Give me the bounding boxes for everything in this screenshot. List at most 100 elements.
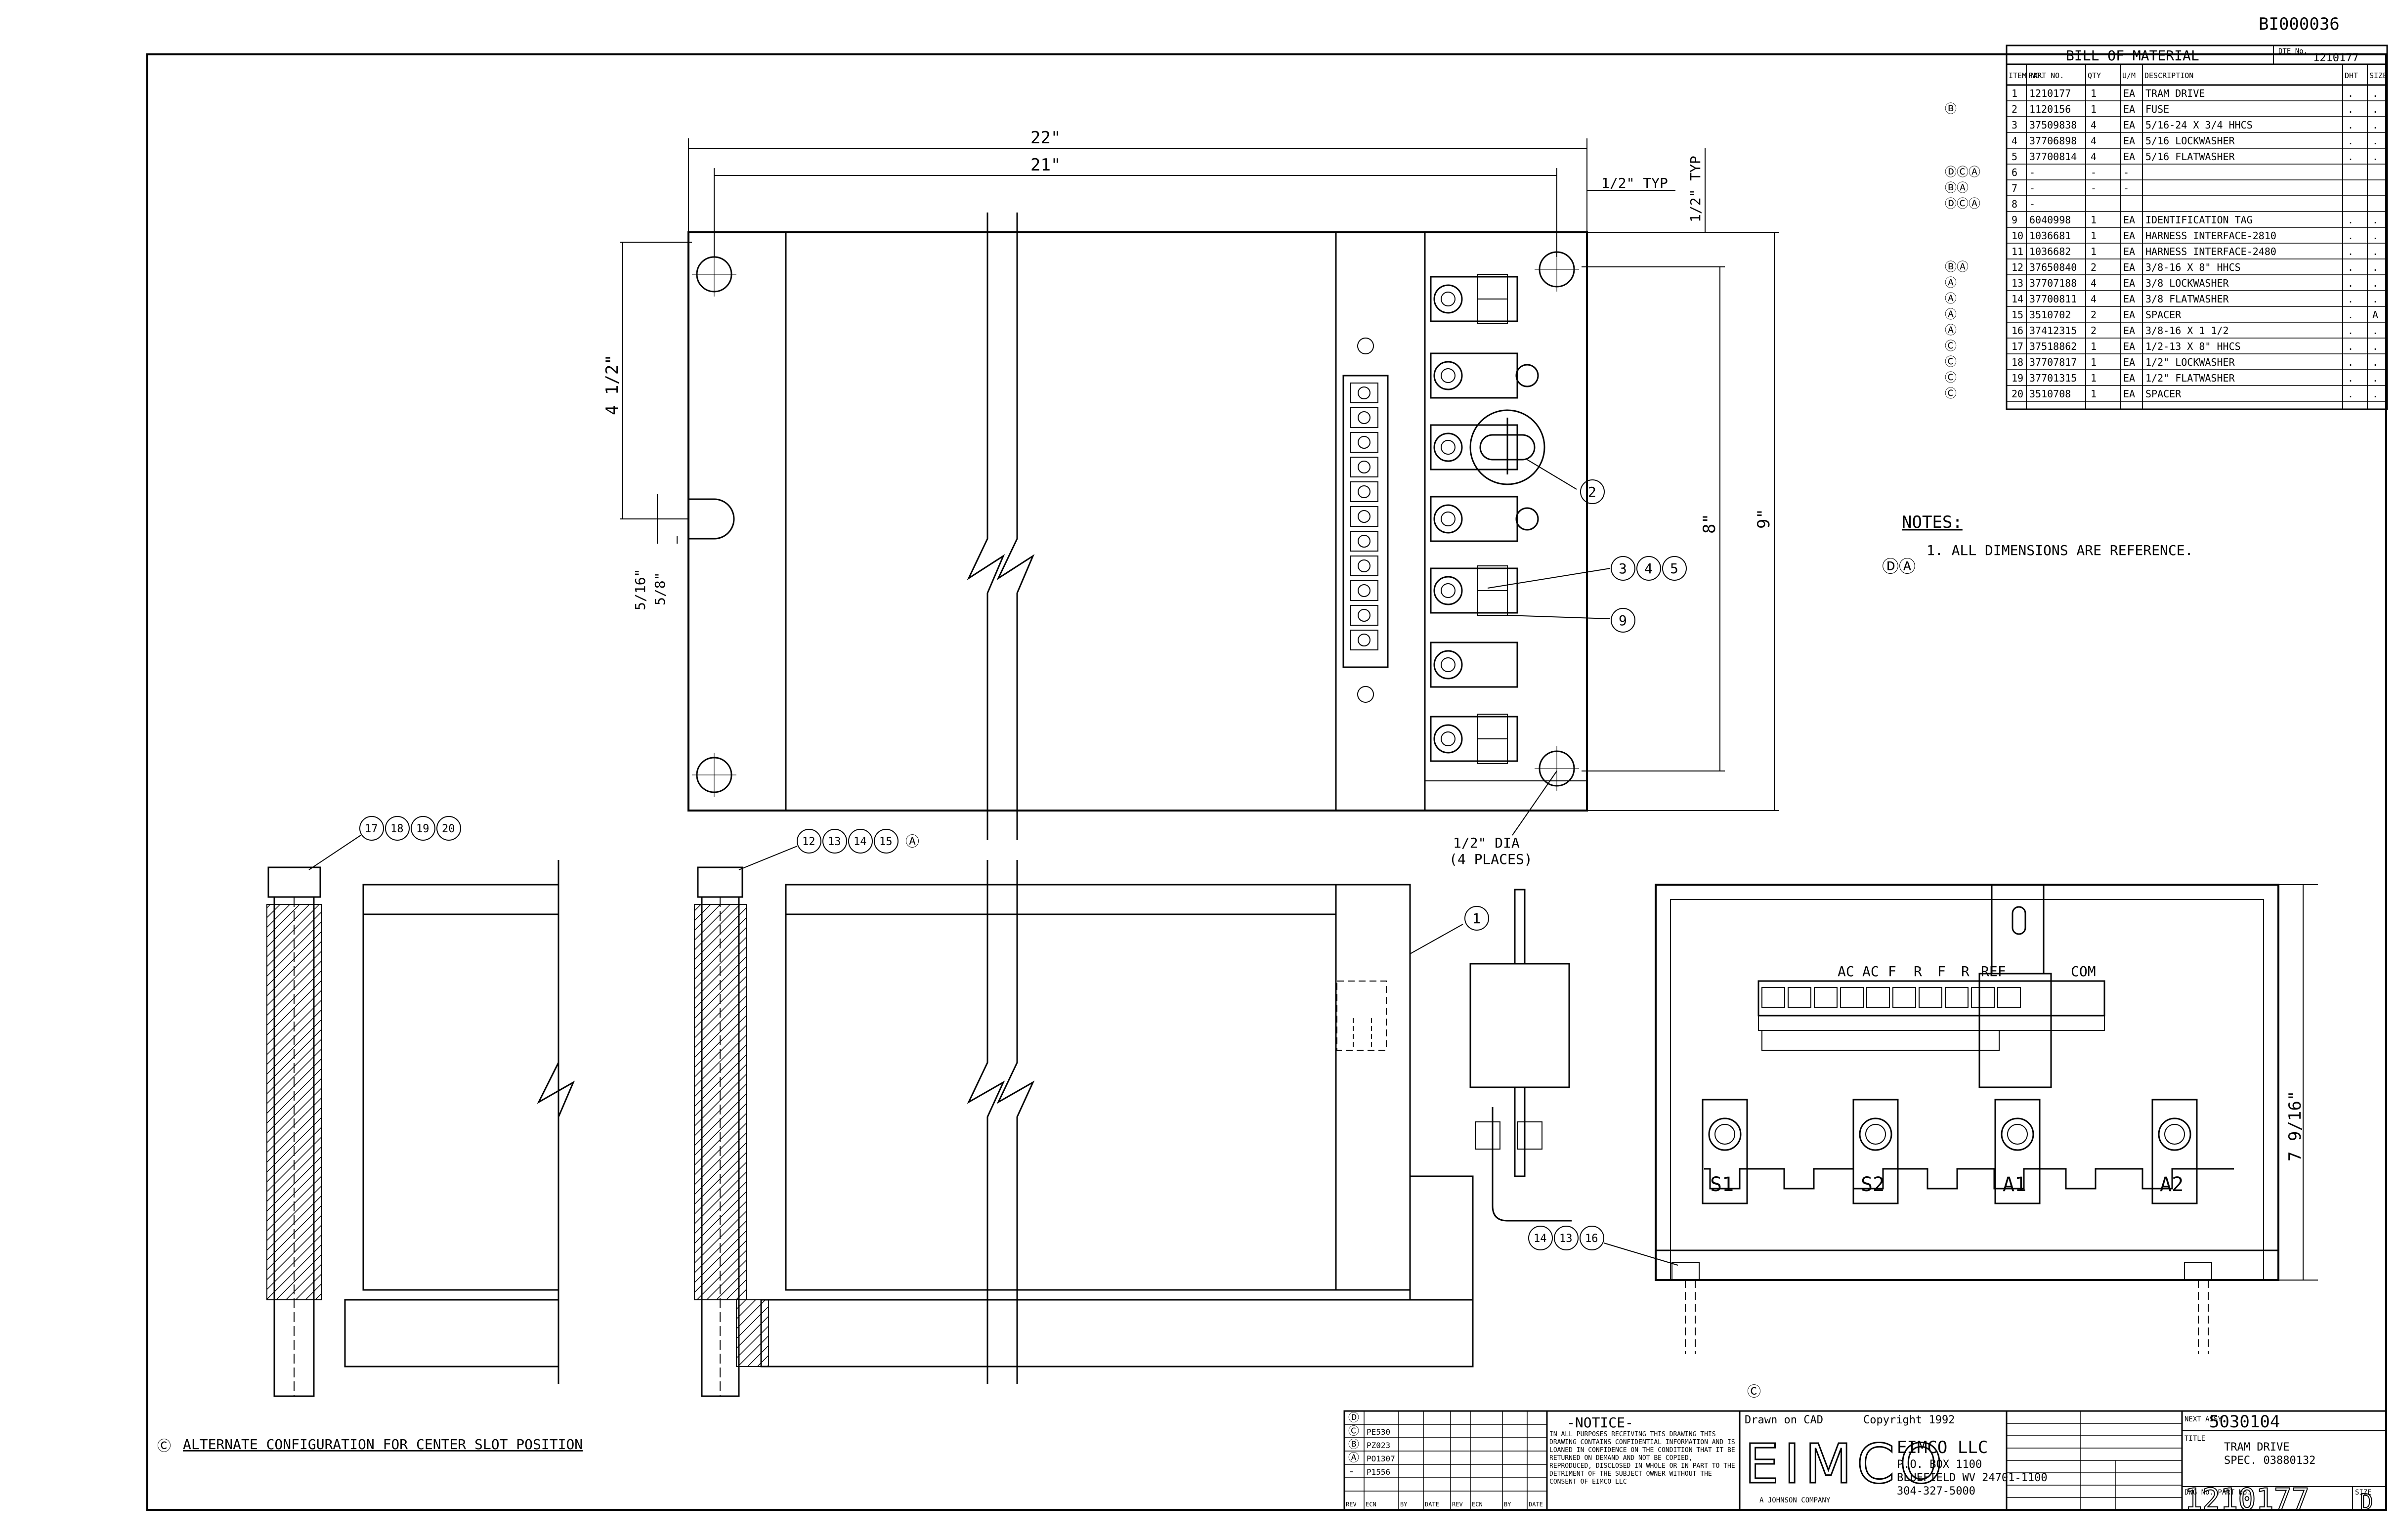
bom-cell-part: 3510708 [2029,388,2071,400]
dim-overall-width: 22" [1030,128,1061,148]
bom-cell-item: 16 [2012,325,2023,337]
top-view: 22" 21" 1/2" TYP 1/2" TYP 4 1/2" 5/16" 5… [602,128,1779,867]
terminal-top-label: R [1961,963,1970,980]
callout-hw-4: 4 [1644,560,1653,577]
dimension-lines [620,138,1779,811]
bom-header-cell: SIZE [2369,71,2387,80]
terminal-screw [1358,436,1370,449]
bom-cell-desc: 3/8 LOCKWASHER [2145,277,2229,289]
callout-bolt-end-16: 16 [1585,1233,1598,1245]
callout-bolt-short-14: 14 [854,836,867,848]
terminal-screw [1358,535,1370,548]
notes: NOTES: 1. ALL DIMENSIONS ARE REFERENCE. … [1882,513,2193,577]
bom-cell-item: 15 [2012,309,2023,321]
terminal-cell [1350,506,1378,527]
stud [1714,1124,1735,1145]
bom-cell-desc: 5/16-24 X 3/4 HHCS [2145,119,2253,131]
rev-col-header: ECN [1366,1501,1376,1508]
bom-cell-dht: . [2348,341,2354,352]
bom-header-cell: U/M [2122,71,2136,80]
title-line-2: SPEC. 03880132 [2224,1454,2315,1467]
bom-cell-qty: 1 [2091,341,2097,352]
rev-letter: Ⓑ [1348,1439,1359,1451]
stud-washer [1433,724,1463,754]
callout-bolt-short-15: 15 [879,836,893,848]
bom-cell-desc: 1/2" LOCKWASHER [2145,356,2235,368]
bom-header-cell: QTY [2088,71,2101,80]
bom-cell-qty: - [2091,167,2097,178]
stud-washer [1708,1117,1742,1151]
stud-hole [1515,364,1539,387]
bom-cell-qty: 1 [2091,372,2097,384]
stud-washer [1433,576,1463,605]
terminal-cell [1350,556,1378,576]
terminal-top-label: AC [1838,963,1854,980]
bom-cell-size: . [2372,341,2378,352]
terminal-cell [1761,987,1785,1008]
terminal-bar [1994,1099,2041,1204]
bom-cell-desc: 5/16 LOCKWASHER [2145,135,2235,147]
bom-cell-um: EA [2123,151,2135,163]
bom-rev-mark: ⒷⒶ [1945,181,1969,195]
bom-header-cell: DHT [2345,71,2358,80]
bom-cell-desc: 3/8-16 X 8" HHCS [2145,261,2241,273]
bom-cell-um: EA [2123,341,2135,352]
dwg-no-label: DWG No. PART No. [2184,1489,2251,1497]
terminal-cell [1788,987,1811,1008]
bom-cell-desc: SPACER [2145,388,2182,400]
bom-cell-item: 3 [2012,119,2017,131]
bom-cell-qty: 1 [2091,214,2097,226]
title-label: TITLE [2184,1435,2205,1443]
bom-row: 7---ⒷⒶ [1945,181,2387,196]
bom-cell-part: - [2029,182,2035,194]
sheet-border [146,53,2387,1511]
bom-cell-item: 19 [2012,372,2023,384]
terminal-bar [2151,1099,2198,1204]
terminal-screw [1358,609,1370,622]
callout-bolt-long-19: 19 [416,823,429,835]
bom-cell-um: EA [2123,325,2135,337]
bom-rev-mark: ⒷⒶ [1945,260,1969,274]
bill-of-material: BILL OF MATERIAL DTE No. 1210177 ITEM NO… [1945,44,2388,410]
bom-cell-um: EA [2123,214,2135,226]
bom-cell-qty: 4 [2091,135,2097,147]
dwg-no: 1210177 [2184,1482,2310,1517]
bom-doc-no-label: DTE No. [2278,47,2308,55]
bom-cell-um: EA [2123,309,2135,321]
terminal-screw [1358,411,1370,424]
terminal-bottom-label: S2 [1861,1173,1884,1196]
terminal-cell [1350,407,1378,428]
bom-cell-qty: 1 [2091,388,2097,400]
bom-cell-qty: 1 [2091,356,2097,368]
bom-cell-dht: . [2348,356,2354,368]
mounting-hole-br [1535,746,1579,791]
bom-cell-dht: . [2348,388,2354,400]
bom-row: 6---ⒹⒸⒶ [1945,165,2387,180]
bom-rev-mark: Ⓑ [1945,102,1957,116]
stud [1441,512,1456,526]
callout-bolt-end-14: 14 [1534,1233,1547,1245]
bom-cell-size: . [2372,230,2378,242]
fuse-body [1469,963,1570,1088]
dim-slot-width-a: 5/16" [632,569,648,610]
stud-washer [1433,650,1463,680]
bom-cell-part: 37707817 [2029,356,2077,368]
mounting-hole-bl [692,753,736,797]
bom-cell-dht: . [2348,103,2354,115]
bom-cell-um: EA [2123,277,2135,289]
callout-bolt-long-17: 17 [365,823,378,835]
terminal-cell [1350,457,1378,477]
bom-cell-item: 4 [2012,135,2017,147]
bom-cell-size: . [2372,151,2378,163]
address-line-2: BLUEFIELD WV 24701-1100 [1897,1472,2048,1484]
bom-cell-dht: . [2348,214,2354,226]
dim-hole-vertical: 8" [1700,513,1719,534]
